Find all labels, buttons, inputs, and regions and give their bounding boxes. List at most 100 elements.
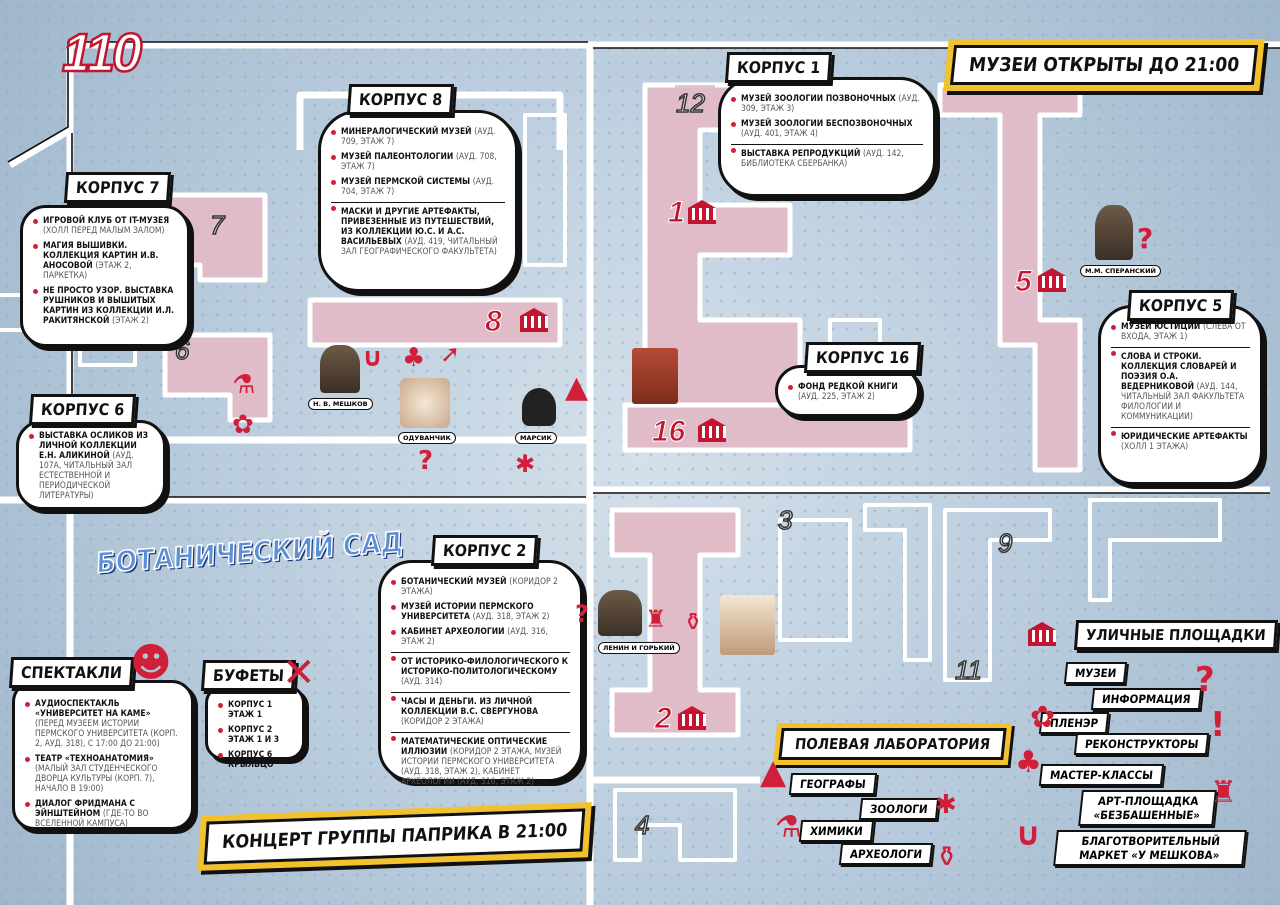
question-icon: ? [1195, 660, 1215, 700]
lenin-gorky-caption: ЛЕНИН И ГОРЬКИЙ [598, 642, 680, 654]
korpus2-title: КОРПУС 2 [430, 535, 539, 566]
meshkov-statue [320, 345, 360, 393]
palette-icon: ✿ [232, 410, 254, 440]
question-icon: ? [1137, 222, 1154, 255]
korpus2-item: БОТАНИЧЕСКИЙ МУЗЕЙ (КОРИДОР 2 ЭТАЖА) [391, 577, 570, 597]
concert-text: КОНЦЕРТ ГРУППЫ ПАПРИКА В 21:00 [221, 819, 569, 854]
korpus7-item: МАГИЯ ВЫШИВКИ. КОЛЛЕКЦИЯ КАРТИН И.В. АНО… [33, 241, 177, 281]
buildings [152, 82, 1083, 738]
korpus7-item: ИГРОВОЙ КЛУБ ОТ IT-МУЗЕЯ (ХОЛЛ ПЕРЕД МАЛ… [33, 216, 177, 236]
street-item-info: ИНФОРМАЦИЯ [1090, 688, 1202, 710]
tent-icon: ▲ [565, 370, 589, 405]
oduvanchik-caption: ОДУВАНЧИК [398, 432, 456, 444]
korpus16-item: ФОНД РЕДКОЙ КНИГИ (АУД. 225, ЭТАЖ 2) [788, 382, 907, 402]
korpus7-item: НЕ ПРОСТО УЗОР. ВЫСТАВКА РУШНИКОВ И ВЫШИ… [33, 286, 177, 326]
korpus7-title: КОРПУС 7 [63, 172, 172, 203]
amphora-icon: ⚱ [935, 840, 959, 873]
korpus8-item: МУЗЕЙ ПАЛЕОНТОЛОГИИ (АУД. 708, ЭТАЖ 7) [331, 152, 505, 172]
korpus5-item: СЛОВА И СТРОКИ. КОЛЛЕКЦИЯ СЛОВАРЕЙ И ПОЭ… [1111, 347, 1250, 422]
korpus5-bubble: МУЗЕЙ ЮСТИЦИИ (СЛЕВА ОТ ВХОДА, ЭТАЖ 1) С… [1098, 305, 1263, 485]
korpus2-item: КАБИНЕТ АРХЕОЛОГИИ (АУД. 316, ЭТАЖ 2) [391, 627, 570, 647]
korpus6-title: КОРПУС 6 [28, 394, 137, 425]
korpus8-item: МУЗЕЙ ПЕРМСКОЙ СИСТЕМЫ (АУД. 704, ЭТАЖ 7… [331, 177, 505, 197]
spektakli-item: АУДИОСПЕКТАКЛЬ «УНИВЕРСИТЕТ НА КАМЕ» (ПЕ… [25, 699, 181, 749]
building-number-2: 2 [655, 702, 673, 736]
korpus8-title: КОРПУС 8 [346, 84, 455, 115]
museums-open-text: МУЗЕИ ОТКРЫТЫ ДО 21:00 [967, 54, 1241, 76]
korpus5-title: КОРПУС 5 [1126, 290, 1235, 321]
korpus16-title: КОРПУС 16 [803, 342, 922, 373]
building-number-9: 9 [997, 527, 1013, 559]
korpus8-item: МАСКИ И ДРУГИЕ АРТЕФАКТЫ, ПРИВЕЗЕННЫЕ ИЗ… [331, 202, 505, 257]
street-item-reenactors: РЕКОНСТРУКТОРЫ [1073, 733, 1210, 755]
oduvanchik-image [400, 378, 450, 428]
speransky-statue [1095, 205, 1133, 260]
korpus1-item: ВЫСТАВКА РЕПРОДУКЦИЙ (АУД. 142, БИБЛИОТЕ… [731, 144, 923, 169]
speransky-caption: М.М. СПЕРАНСКИЙ [1080, 265, 1161, 277]
museum-icon [1028, 622, 1056, 646]
flask-icon: ⚗ [775, 810, 802, 845]
korpus1-item: МУЗЕЙ ЗООЛОГИИ ПОЗВОНОЧНЫХ (АУД. 309, ЭТ… [731, 94, 923, 114]
field-item-chemists: ХИМИКИ [798, 820, 874, 842]
korpus6-bubble: ВЫСТАВКА ОСЛИКОВ ИЗ ЛИЧНОЙ КОЛЛЕКЦИИ Е.Н… [16, 420, 166, 510]
building-number-16: 16 [651, 415, 686, 449]
building-number-1: 1 [668, 196, 686, 230]
building-number-7: 7 [209, 209, 225, 241]
korpus2-bubble: БОТАНИЧЕСКИЙ МУЗЕЙ (КОРИДОР 2 ЭТАЖА) МУЗ… [378, 560, 583, 787]
bufety-item: КОРПУС 2 ЭТАЖ 1 И 3 [218, 725, 292, 745]
korpus6-item: ВЫСТАВКА ОСЛИКОВ ИЗ ЛИЧНОЙ КОЛЛЕКЦИИ Е.Н… [29, 431, 153, 501]
building-number-8: 8 [485, 305, 503, 339]
field-lab-text: ПОЛЕВАЯ ЛАБОРАТОРИЯ [794, 735, 991, 753]
question-icon: ? [418, 446, 434, 476]
spektakli-title: СПЕКТАКЛИ [8, 657, 135, 688]
korpus1-title: КОРПУС 1 [724, 52, 833, 83]
university-building-image [720, 595, 775, 655]
spektakli-item: ДИАЛОГ ФРИДМАНА С ЭЙНШТЕЙНОМ (ГДЕ-ТО ВО … [25, 799, 181, 829]
tent-icon: ▲ [760, 752, 787, 792]
museum-icon [698, 418, 726, 442]
spider-icon: ✱ [935, 790, 957, 820]
museums-open-banner: МУЗЕИ ОТКРЫТЫ ДО 21:00 [949, 45, 1259, 85]
lenin-gorky-statue [598, 590, 642, 636]
building-number-3: 3 [777, 504, 793, 536]
street-item-charity-market: БЛАГОТВОРИТЕЛЬНЫЙ МАРКЕТ «У МЕШКОВА» [1053, 830, 1247, 866]
flask-icon: ⚗ [232, 370, 256, 400]
exclamation-icon: ! [1210, 705, 1226, 745]
korpus2-item: ОТ ИСТОРИКО-ФИЛОЛОГИЧЕСКОГО К ИСТОРИКО-П… [391, 652, 570, 687]
tree-icon: ♣ [402, 343, 426, 373]
korpus5-item: МУЗЕЙ ЮСТИЦИИ (СЛЕВА ОТ ВХОДА, ЭТАЖ 1) [1111, 322, 1250, 342]
marsik-caption: МАРСИК [515, 432, 557, 444]
building-number-4: 4 [634, 809, 650, 841]
bufety-item: КОРПУС 6 КРЫЛЬЦО [218, 750, 292, 770]
korpus8-bubble: МИНЕРАЛОГИЧЕСКИЙ МУЗЕЙ (АУД. 709, ЭТАЖ 7… [318, 110, 518, 292]
street-item-workshops: МАСТЕР-КЛАССЫ [1038, 764, 1165, 786]
street-item-art-area: АРТ-ПЛОЩАДКА «БЕЗБАШЕННЫЕ» [1078, 790, 1217, 826]
spektakli-item: ТЕАТР «ТЕХНОАНАТОМИЯ» (МАЛЫЙ ЗАЛ СТУДЕНЧ… [25, 754, 181, 794]
korpus1-bubble: МУЗЕЙ ЗООЛОГИИ ПОЗВОНОЧНЫХ (АУД. 309, ЭТ… [718, 77, 936, 197]
field-item-geographers: ГЕОГРАФЫ [788, 773, 877, 795]
spider-icon: ✱ [515, 450, 536, 478]
spektakli-bubble: АУДИОСПЕКТАКЛЬ «УНИВЕРСИТЕТ НА КАМЕ» (ПЕ… [12, 680, 194, 830]
question-icon: ? [575, 600, 589, 628]
tree-icon: ♣ [1015, 745, 1042, 780]
museum-icon [688, 200, 716, 224]
museum-icon [678, 706, 706, 730]
korpus2-item: МАТЕМАТИЧЕСКИЕ ОПТИЧЕСКИЕ ИЛЛЮЗИИ (КОРИД… [391, 732, 570, 787]
bufety-bubble: КОРПУС 1 ЭТАЖ 1 КОРПУС 2 ЭТАЖ 1 И 3 КОРП… [205, 685, 305, 770]
museum-icon [520, 308, 548, 332]
street-title: УЛИЧНЫЕ ПЛОЩАДКИ [1073, 620, 1278, 650]
bufety-item: КОРПУС 1 ЭТАЖ 1 [218, 700, 292, 720]
tower-icon: ♜ [645, 605, 667, 633]
rocket-icon: ➚ [440, 340, 461, 368]
field-lab-banner: ПОЛЕВАЯ ЛАБОРАТОРИЯ [778, 728, 1007, 760]
tower-icon: ♜ [1210, 775, 1237, 810]
museum-icon [1038, 268, 1066, 292]
street-item-museums: МУЗЕИ [1063, 662, 1128, 684]
logo-110: 110 [61, 22, 144, 85]
building-number-12: 12 [675, 87, 705, 119]
field-item-archaeologists: АРХЕОЛОГИ [838, 843, 934, 865]
building-number-5: 5 [1015, 265, 1033, 299]
palette-icon: ✿ [1030, 700, 1056, 735]
korpus8-item: МИНЕРАЛОГИЧЕСКИЙ МУЗЕЙ (АУД. 709, ЭТАЖ 7… [331, 127, 505, 147]
amphora-icon: ⚱ [683, 608, 704, 636]
